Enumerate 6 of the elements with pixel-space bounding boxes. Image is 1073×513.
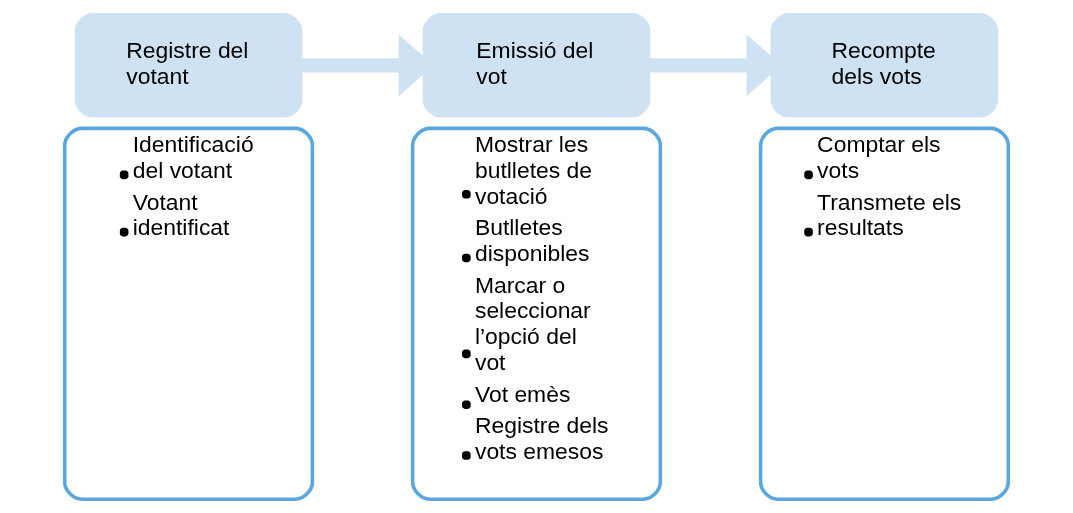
node-box: Identificació del votant Votant identificat [62,126,315,501]
node-box: Comptar els vots Transmete els resultats [758,126,1011,501]
node-box: Registre del votant [74,13,303,118]
node-box: Recompte dels vots [770,13,999,118]
node-box: Emissió del vot [422,13,651,118]
node-box: Mostrar les butlletes de votació Butlletes disponibles Marcar o seleccionar l’opció del vot Vot emès Registre dels vots emesos [410,126,663,501]
